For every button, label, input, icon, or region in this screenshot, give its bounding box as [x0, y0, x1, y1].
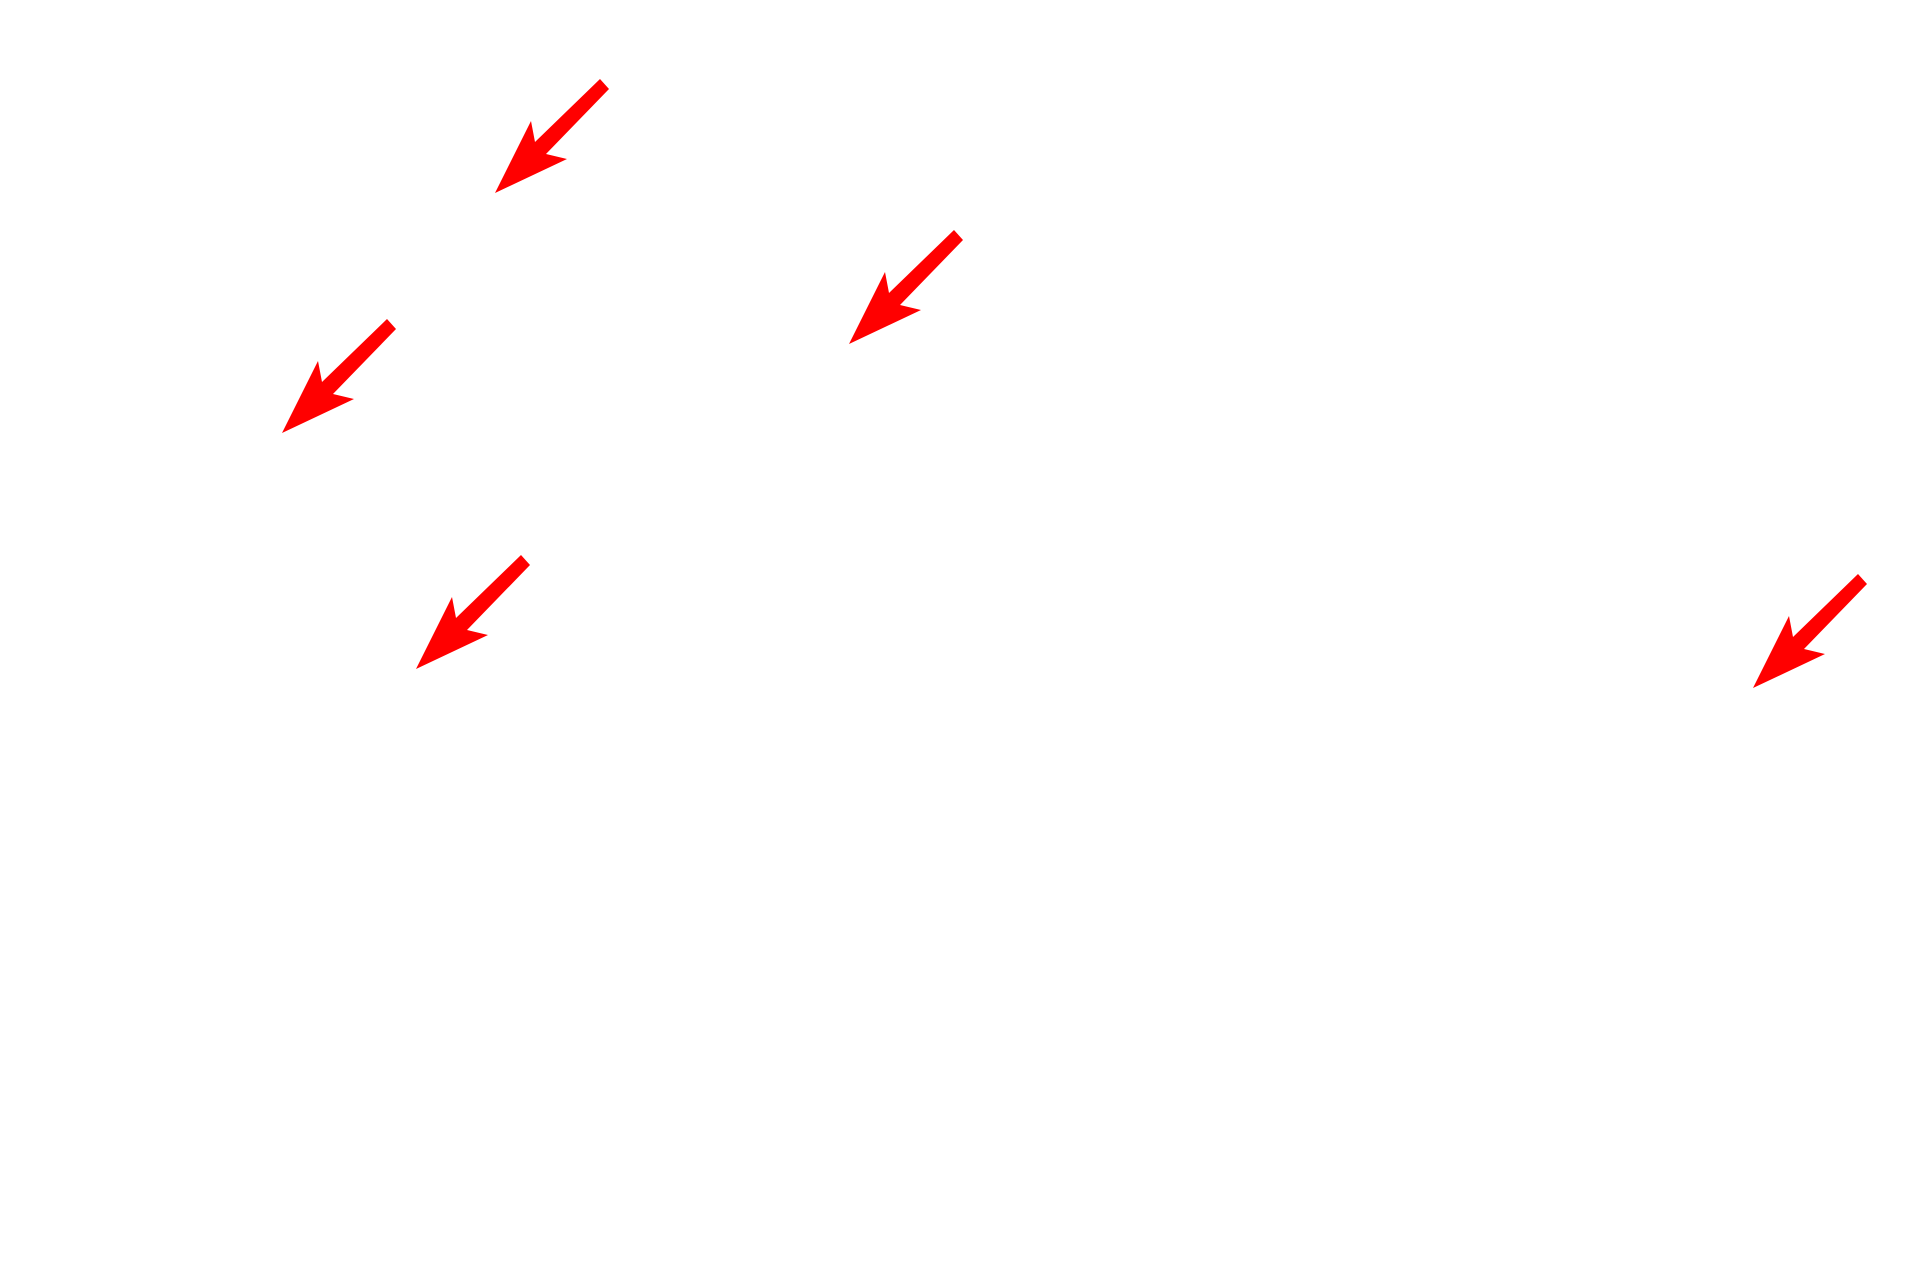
arrow-group [282, 79, 1867, 688]
arrow-down-left-icon [1753, 574, 1867, 688]
arrow-down-left-icon [495, 79, 609, 193]
arrow-down-left-icon [416, 555, 530, 669]
arrow-down-left-icon [849, 230, 963, 344]
arrow-down-left-icon [282, 319, 396, 433]
